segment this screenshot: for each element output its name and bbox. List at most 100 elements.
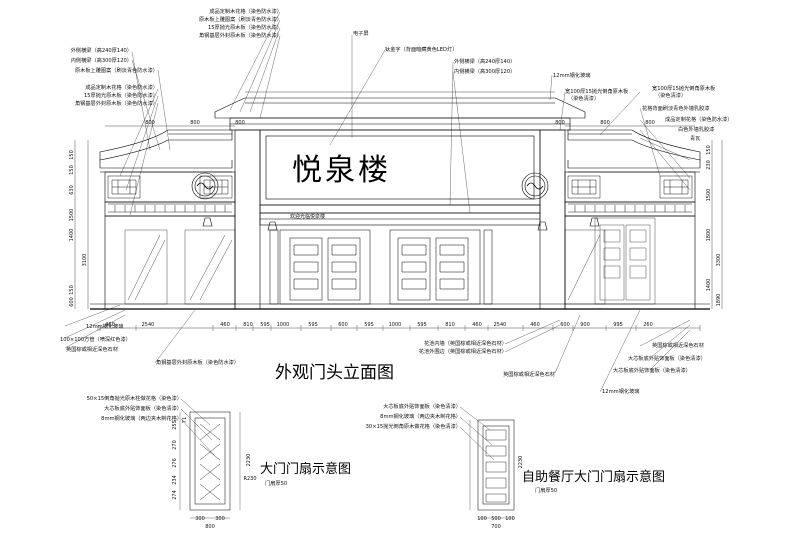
dim-left-label: 630 (69, 185, 75, 195)
dim-left-label: 600 (69, 297, 75, 307)
door-left-dim-label: 300 (215, 516, 225, 522)
door-left-dim-label: 276 (172, 458, 178, 468)
door-right-note-2: 8mm钢化玻璃（两边夹木制花格） (380, 414, 461, 420)
dragon-medallion-right (521, 172, 549, 200)
dim-bottom-label: 595 (260, 322, 270, 328)
door-right-dim-label: 500 (491, 516, 501, 522)
dim-bottom-label: 595 (417, 322, 427, 328)
note-top-left-1: 成品定制木花格（染色防水漆） (209, 9, 282, 15)
note-glass-top: 12mm钢化玻璃 (553, 73, 591, 79)
door-diagram-right (469, 419, 515, 519)
dim-left-label: 1500 (69, 209, 75, 222)
dim-left-label: 150 (69, 150, 75, 160)
dim-top-label: 800 (190, 120, 200, 126)
dim-top-label: 800 (645, 120, 655, 126)
dim-bottom-label: 460 (530, 322, 540, 328)
dim-bottom-label: 460 (220, 322, 230, 328)
dim-left-label: 150 (69, 285, 75, 295)
note-top-left-2: 原木板上雕图案（刷淡青色防水漆） (198, 17, 282, 23)
dim-top-label: 800 (555, 120, 565, 126)
note-left-lower-3: 角钢基层外封原木板（染色防水漆） (74, 101, 158, 107)
right-glass (564, 217, 656, 305)
note-left-bottom-1: 12mm钢化玻璃 (86, 324, 124, 330)
note-bottom-mid-2: 花池外围边（英国棕或相近深色石材） (418, 349, 507, 355)
note-right-4: （染色清漆） (655, 93, 687, 99)
door-right-dim-label: 2230 (518, 456, 524, 469)
dimension-vertical-right (711, 140, 723, 309)
door-right-thickness: 门扇厚50 (535, 488, 558, 494)
note-left-mid-2: 内侧横梁（高300厚120） (70, 58, 132, 64)
door-left-dim-label: 255 (172, 420, 178, 430)
dimension-bottom (99, 325, 701, 331)
door-left-dim-label: 270 (172, 440, 178, 450)
note-bottom-right-1: 英国棕或相近深色石材 (652, 343, 704, 349)
dim-bottom-label: 900 (580, 322, 590, 328)
door-left-dim-label: 300 (195, 516, 205, 522)
door-right-note-1: 大芯板底外贴饰面板（染色清漆） (383, 404, 461, 410)
dimension-top (105, 91, 695, 127)
dim-bottom-label: 1000 (277, 322, 290, 328)
note-left-bottom-2: 100×100方管（喷深红色漆） (60, 337, 131, 343)
note-left-lower-1: 成品定制木花格（染色防水漆） (85, 85, 158, 91)
note-right-3: 宽100厚15抛光倒角原木板 (652, 86, 716, 92)
note-bottom-glass: 12mm钢化玻璃 (602, 389, 640, 395)
dim-top-label: 800 (600, 120, 610, 126)
dim-bottom-label: 460 (472, 322, 482, 328)
dim-bottom-label: 810 (445, 322, 455, 328)
door-left-dim-label: 71 (182, 417, 188, 423)
note-top-left-4: 角钢基层外封原木板（染色防水漆） (198, 33, 282, 39)
dim-bottom-label: 995 (613, 322, 623, 328)
dim-right-label: 230 (706, 160, 712, 170)
main-title: 外观门头立面图 (275, 363, 394, 383)
door-left-note-3: 8mm钢化玻璃（两边夹木制花格） (101, 416, 182, 422)
note-titanium-letters: 钛金字（背面暗藏黄色LED灯） (385, 47, 458, 53)
note-bottom-center: 角钢基层外封原木板（染色防水漆） (156, 360, 240, 366)
note-left-lower-2: 15厚抛光原木板（染色防水漆） (83, 93, 158, 99)
dim-top-label: 800 (235, 120, 245, 126)
note-right-7: 白色外墙乳胶漆 (678, 127, 715, 133)
center-roof (214, 97, 586, 131)
dim-right-label: 150 (706, 145, 712, 155)
dimension-vertical-left (74, 140, 89, 309)
door-left-title: 大门门扇示意图 (260, 462, 352, 477)
note-electronic-screen: 电子屏 (353, 31, 369, 37)
note-bottom-mid-1: 花池内墙（英国棕或相近深色石材） (423, 341, 507, 347)
note-left-mid-1: 外侧横梁（高240厚140） (70, 48, 132, 54)
dim-bottom-label: 600 (560, 322, 570, 328)
dim-right-label: 1890 (716, 294, 722, 307)
note-bottom-right-2: 大芯板底外贴饰面板（染色清漆） (628, 356, 706, 362)
note-center-beam-2: 内侧横梁（高300厚120） (454, 69, 516, 75)
right-lattice (567, 175, 693, 213)
dim-right-label: 1500 (706, 189, 712, 202)
note-center-beam-1: 外侧横梁（高240厚140） (454, 59, 516, 65)
dim-right-label: 3300 (716, 254, 722, 267)
door-right-dim-label: 100 (477, 516, 487, 522)
dim-bottom-label: 595 (308, 322, 318, 328)
dim-bottom-label: 810 (243, 322, 253, 328)
left-glass (124, 229, 236, 305)
note-top-left-3: 15厚抛光原木板（染色防水漆） (207, 25, 282, 31)
note-right-2: （染色清漆） (568, 96, 600, 102)
dim-left-label: 150 (69, 165, 75, 175)
note-bottom-right-3: 大芯板底外贴饰面板（染色清漆） (613, 368, 691, 374)
dim-bottom-label: 600 (338, 322, 348, 328)
door-left-note-2: 大芯板底外贴饰面板（染色清漆） (104, 406, 182, 412)
sign-subtext: 欢迎光临悦泉楼 (290, 214, 326, 220)
door-left-dim-label: 274 (172, 490, 178, 500)
door-left-thickness: 门扇厚50 (265, 481, 288, 487)
door-right-note-3: 30×15抛光倒角原木做花格（染色清漆） (365, 424, 461, 430)
door-right-dim-label: 700 (491, 524, 501, 530)
dim-right-label: 1800 (706, 229, 712, 242)
door-left-note-1: 50×15倒角抛光原木柱做花格（染色漆） (86, 396, 182, 402)
door-left-dim-label: 2230 (246, 454, 252, 467)
left-lattice (107, 175, 233, 213)
door-right-dim-label: 100 (505, 516, 515, 522)
note-right-6: 成品定制花格（染色防水漆） (665, 117, 733, 123)
dim-bottom-label: 2540 (142, 322, 155, 328)
